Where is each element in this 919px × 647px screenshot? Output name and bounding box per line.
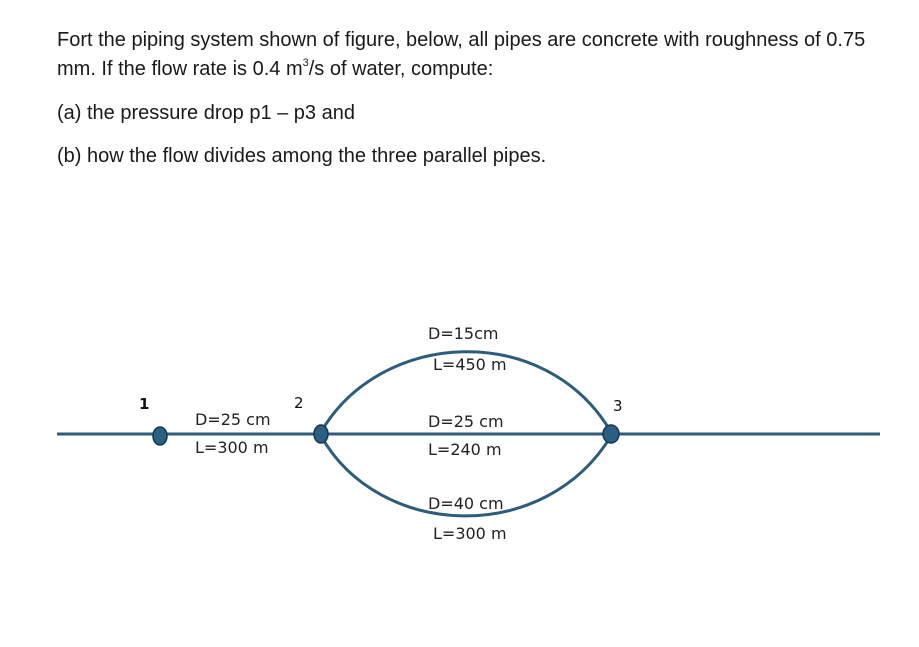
problem-intro-text: Fort the piping system shown of figure, …: [57, 29, 866, 80]
node-label-1: 1: [139, 395, 149, 413]
upper-parallel-pipe: [319, 350, 613, 433]
question-part-a: (a) the pressure drop p1 – p3 and: [57, 102, 355, 124]
upper-length-label: L=450 m: [433, 355, 507, 374]
node-label-3: 3: [613, 397, 623, 415]
cubic-superscript: 3: [302, 57, 309, 69]
junction-node-1: [152, 426, 168, 446]
middle-diameter-label: D=25 cm: [428, 412, 504, 431]
problem-statement: Fort the piping system shown of figure, …: [57, 26, 897, 171]
upper-diameter-label: D=15cm: [428, 324, 498, 343]
problem-intro-tail: /s of water, compute:: [308, 58, 494, 80]
lower-parallel-pipe: [319, 435, 613, 518]
question-part-b: (b) how the flow divides among the three…: [57, 145, 547, 167]
node-label-2: 2: [294, 394, 304, 412]
inlet-length-label: L=300 m: [195, 438, 269, 457]
middle-length-label: L=240 m: [428, 440, 502, 459]
problem-intro: Fort the piping system shown of figure, …: [57, 26, 897, 84]
junction-node-2: [313, 424, 329, 444]
junction-node-3: [602, 424, 620, 444]
lower-diameter-label: D=40 cm: [428, 494, 504, 513]
lower-length-label: L=300 m: [433, 524, 507, 543]
inlet-diameter-label: D=25 cm: [195, 410, 271, 429]
